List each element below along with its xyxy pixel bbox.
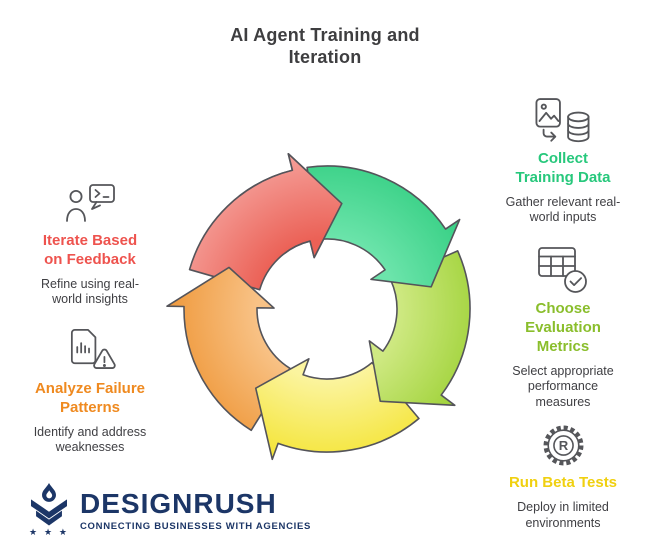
gear-letter: R [558, 438, 568, 453]
table-check-icon [537, 245, 589, 294]
gear-registered-icon: R [541, 423, 586, 468]
step-run-beta-tests: R Run Beta Tests Deploy in limited envir… [485, 423, 641, 531]
cycle-arrow-green [306, 165, 461, 288]
logo-tagline: CONNECTING BUSINESSES WITH AGENCIES [80, 520, 312, 532]
step-collect-training-data: Collect Training Data Gather relevant re… [485, 97, 641, 226]
step-description: Deploy in limited environments [517, 499, 609, 530]
logo-name: DESIGNRUSH [80, 487, 277, 519]
person-terminal-feedback-icon [63, 183, 117, 226]
cycle-arrow-olive [368, 250, 471, 407]
cycle-arrow-red-overlay-outline [238, 152, 343, 259]
step-description: Select appropriate performance measures [512, 363, 614, 409]
step-title: Analyze Failure Patterns [34, 380, 146, 416]
step-description: Refine using real- world insights [41, 276, 139, 307]
logo-stars: ★ ★ ★ [29, 528, 69, 538]
cycle-arrows-svg [166, 152, 471, 461]
torch-flame-icon: ★ ★ ★ [28, 483, 70, 538]
step-title: Run Beta Tests [508, 474, 618, 491]
image-to-database-icon [534, 97, 592, 144]
page-title: AI Agent Training and Iteration [230, 25, 420, 67]
step-title: Iterate Based on Feedback [42, 232, 138, 268]
step-description: Identify and address weaknesses [33, 424, 147, 455]
step-choose-evaluation-metrics: Choose Evaluation Metrics Select appropr… [485, 245, 641, 411]
step-description: Gather relevant real- world inputs [505, 194, 621, 225]
step-iterate-based-on-feedback: Iterate Based on Feedback Refine using r… [12, 183, 168, 308]
cycle-diagram [160, 142, 494, 476]
report-warning-icon [64, 327, 117, 374]
step-analyze-failure-patterns: Analyze Failure Patterns Identify and ad… [12, 327, 168, 456]
step-title: Collect Training Data [515, 150, 611, 186]
designrush-logo: ★ ★ ★ DESIGNRUSH CONNECTING BUSINESSES W… [28, 483, 311, 538]
step-title: Choose Evaluation Metrics [525, 300, 601, 355]
